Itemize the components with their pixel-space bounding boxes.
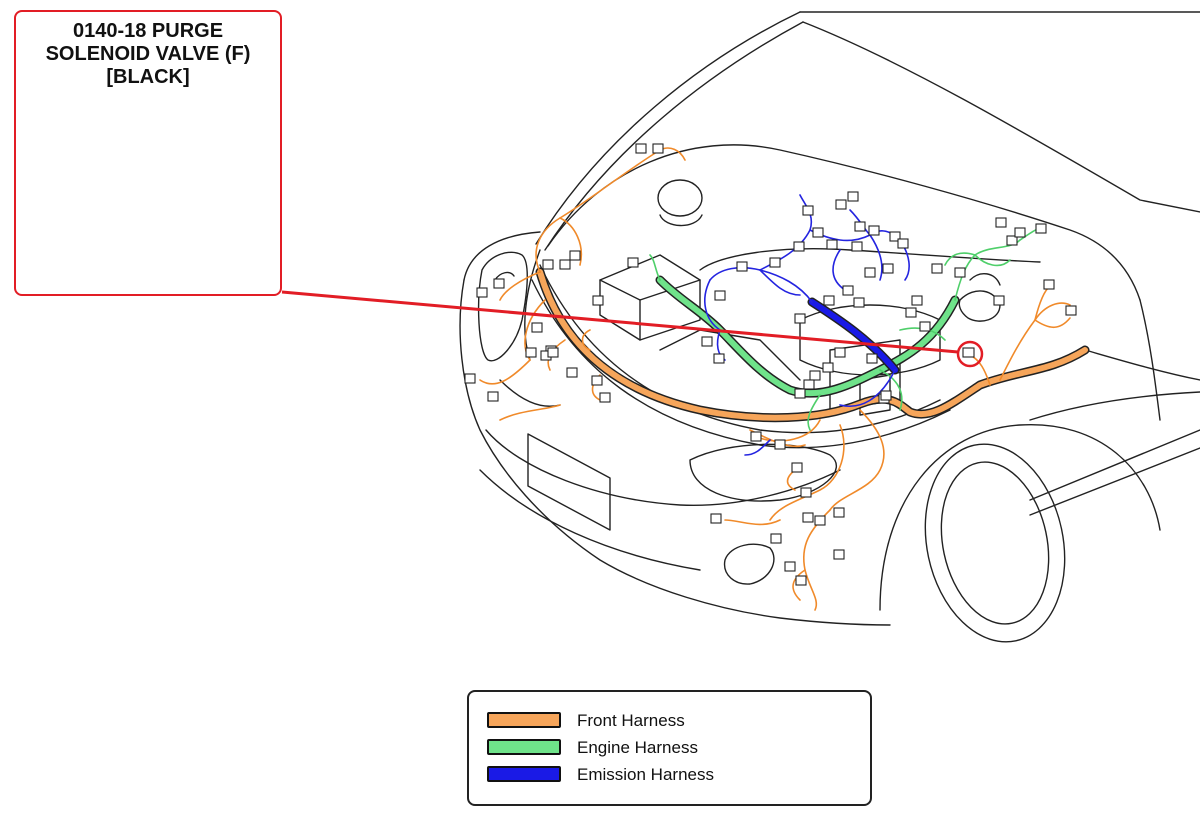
engine-harness-trunk [657, 277, 958, 397]
harness-connector [591, 375, 603, 386]
harness-connector [795, 575, 807, 586]
harness-connector [493, 278, 505, 289]
harness-connector [1065, 305, 1077, 316]
connector-title: 0140-18 PURGE SOLENOID VALVE (F) [BLACK] [16, 20, 280, 89]
connector-layer [464, 143, 1077, 586]
harness-connector [701, 336, 713, 347]
harness-connector [880, 390, 892, 401]
callout-leader [281, 290, 984, 368]
harness-connector [802, 512, 814, 523]
harness-connector [750, 431, 762, 442]
harness-connector [882, 263, 894, 274]
harness-connector [476, 287, 488, 298]
harness-connector [835, 199, 847, 210]
harness-legend: Front Harness Engine Harness Emission Ha… [467, 690, 872, 806]
harness-connector [919, 321, 931, 332]
harness-connector [793, 241, 805, 252]
harness-connector [769, 257, 781, 268]
harness-connector [714, 290, 726, 301]
harness-connector [710, 513, 722, 524]
harness-connector [794, 388, 806, 399]
harness-connector [627, 257, 639, 268]
connector-title-line-3: [BLACK] [106, 66, 190, 88]
harness-connector [826, 239, 838, 250]
harness-connector [569, 250, 581, 261]
harness-connector [866, 353, 878, 364]
legend-swatch-engine [487, 739, 561, 755]
harness-connector [770, 533, 782, 544]
harness-connector [834, 347, 846, 358]
harness-connector [542, 259, 554, 270]
harness-connector [833, 549, 845, 560]
harness-connector [566, 367, 578, 378]
harness-connector [1043, 279, 1055, 290]
harness-connector [713, 353, 725, 364]
harness-connector [822, 362, 834, 373]
harness-connector [652, 143, 664, 154]
legend-swatch-front [487, 712, 561, 728]
legend-label-engine: Engine Harness [577, 738, 698, 757]
leader-line [281, 290, 959, 354]
legend-swatch-emission [487, 766, 561, 782]
connector-callout: 0140-18 PURGE SOLENOID VALVE (F) [BLACK] [14, 10, 282, 296]
harness-connector [809, 370, 821, 381]
harness-connector [525, 347, 537, 358]
harness-connector [635, 143, 647, 154]
harness-connector [464, 373, 476, 384]
harness-connector [833, 507, 845, 518]
legend-label-front: Front Harness [577, 711, 685, 730]
legend-label-emission: Emission Harness [577, 765, 714, 784]
harness-connector [853, 297, 865, 308]
target-connector-highlight[interactable] [956, 340, 984, 368]
harness-connector [774, 439, 786, 450]
engine-harness [649, 228, 1046, 431]
harness-connector [794, 313, 806, 324]
harness-connector [1035, 223, 1047, 234]
harness-connector [487, 391, 499, 402]
harness-connector [800, 487, 812, 498]
harness-connector [993, 295, 1005, 306]
harness-connector [559, 259, 571, 270]
harness-connector [1014, 227, 1026, 238]
harness-connector [736, 261, 748, 272]
harness-connector [897, 238, 909, 249]
harness-connector [864, 267, 876, 278]
harness-connector [803, 379, 815, 390]
harness-connector [547, 347, 559, 358]
harness-connector [599, 392, 611, 403]
harness-connector [954, 267, 966, 278]
harness-connector [814, 515, 826, 526]
harness-connector [1006, 235, 1018, 246]
harness-connector [851, 241, 863, 252]
harness-connector [847, 191, 859, 202]
harness-connector [889, 231, 901, 242]
emission-harness-trunk [809, 299, 898, 373]
harness-connector [823, 295, 835, 306]
harness-connector [791, 462, 803, 473]
harness-connector [531, 322, 543, 333]
harness-connector [842, 285, 854, 296]
purge-solenoid-connector[interactable] [962, 347, 975, 358]
connector-title-line-1: 0140-18 PURGE [72, 20, 224, 42]
harness-connector [592, 295, 604, 306]
harness-connector [802, 205, 814, 216]
harness-connector [931, 263, 943, 274]
harness-connector [905, 307, 917, 318]
harness-connector [854, 221, 866, 232]
harness-connector [911, 295, 923, 306]
connector-title-line-2: SOLENOID VALVE (F) [45, 43, 251, 65]
harness-connector [812, 227, 824, 238]
harness-connector [784, 561, 796, 572]
harness-connector [868, 225, 880, 236]
harness-connector [995, 217, 1007, 228]
